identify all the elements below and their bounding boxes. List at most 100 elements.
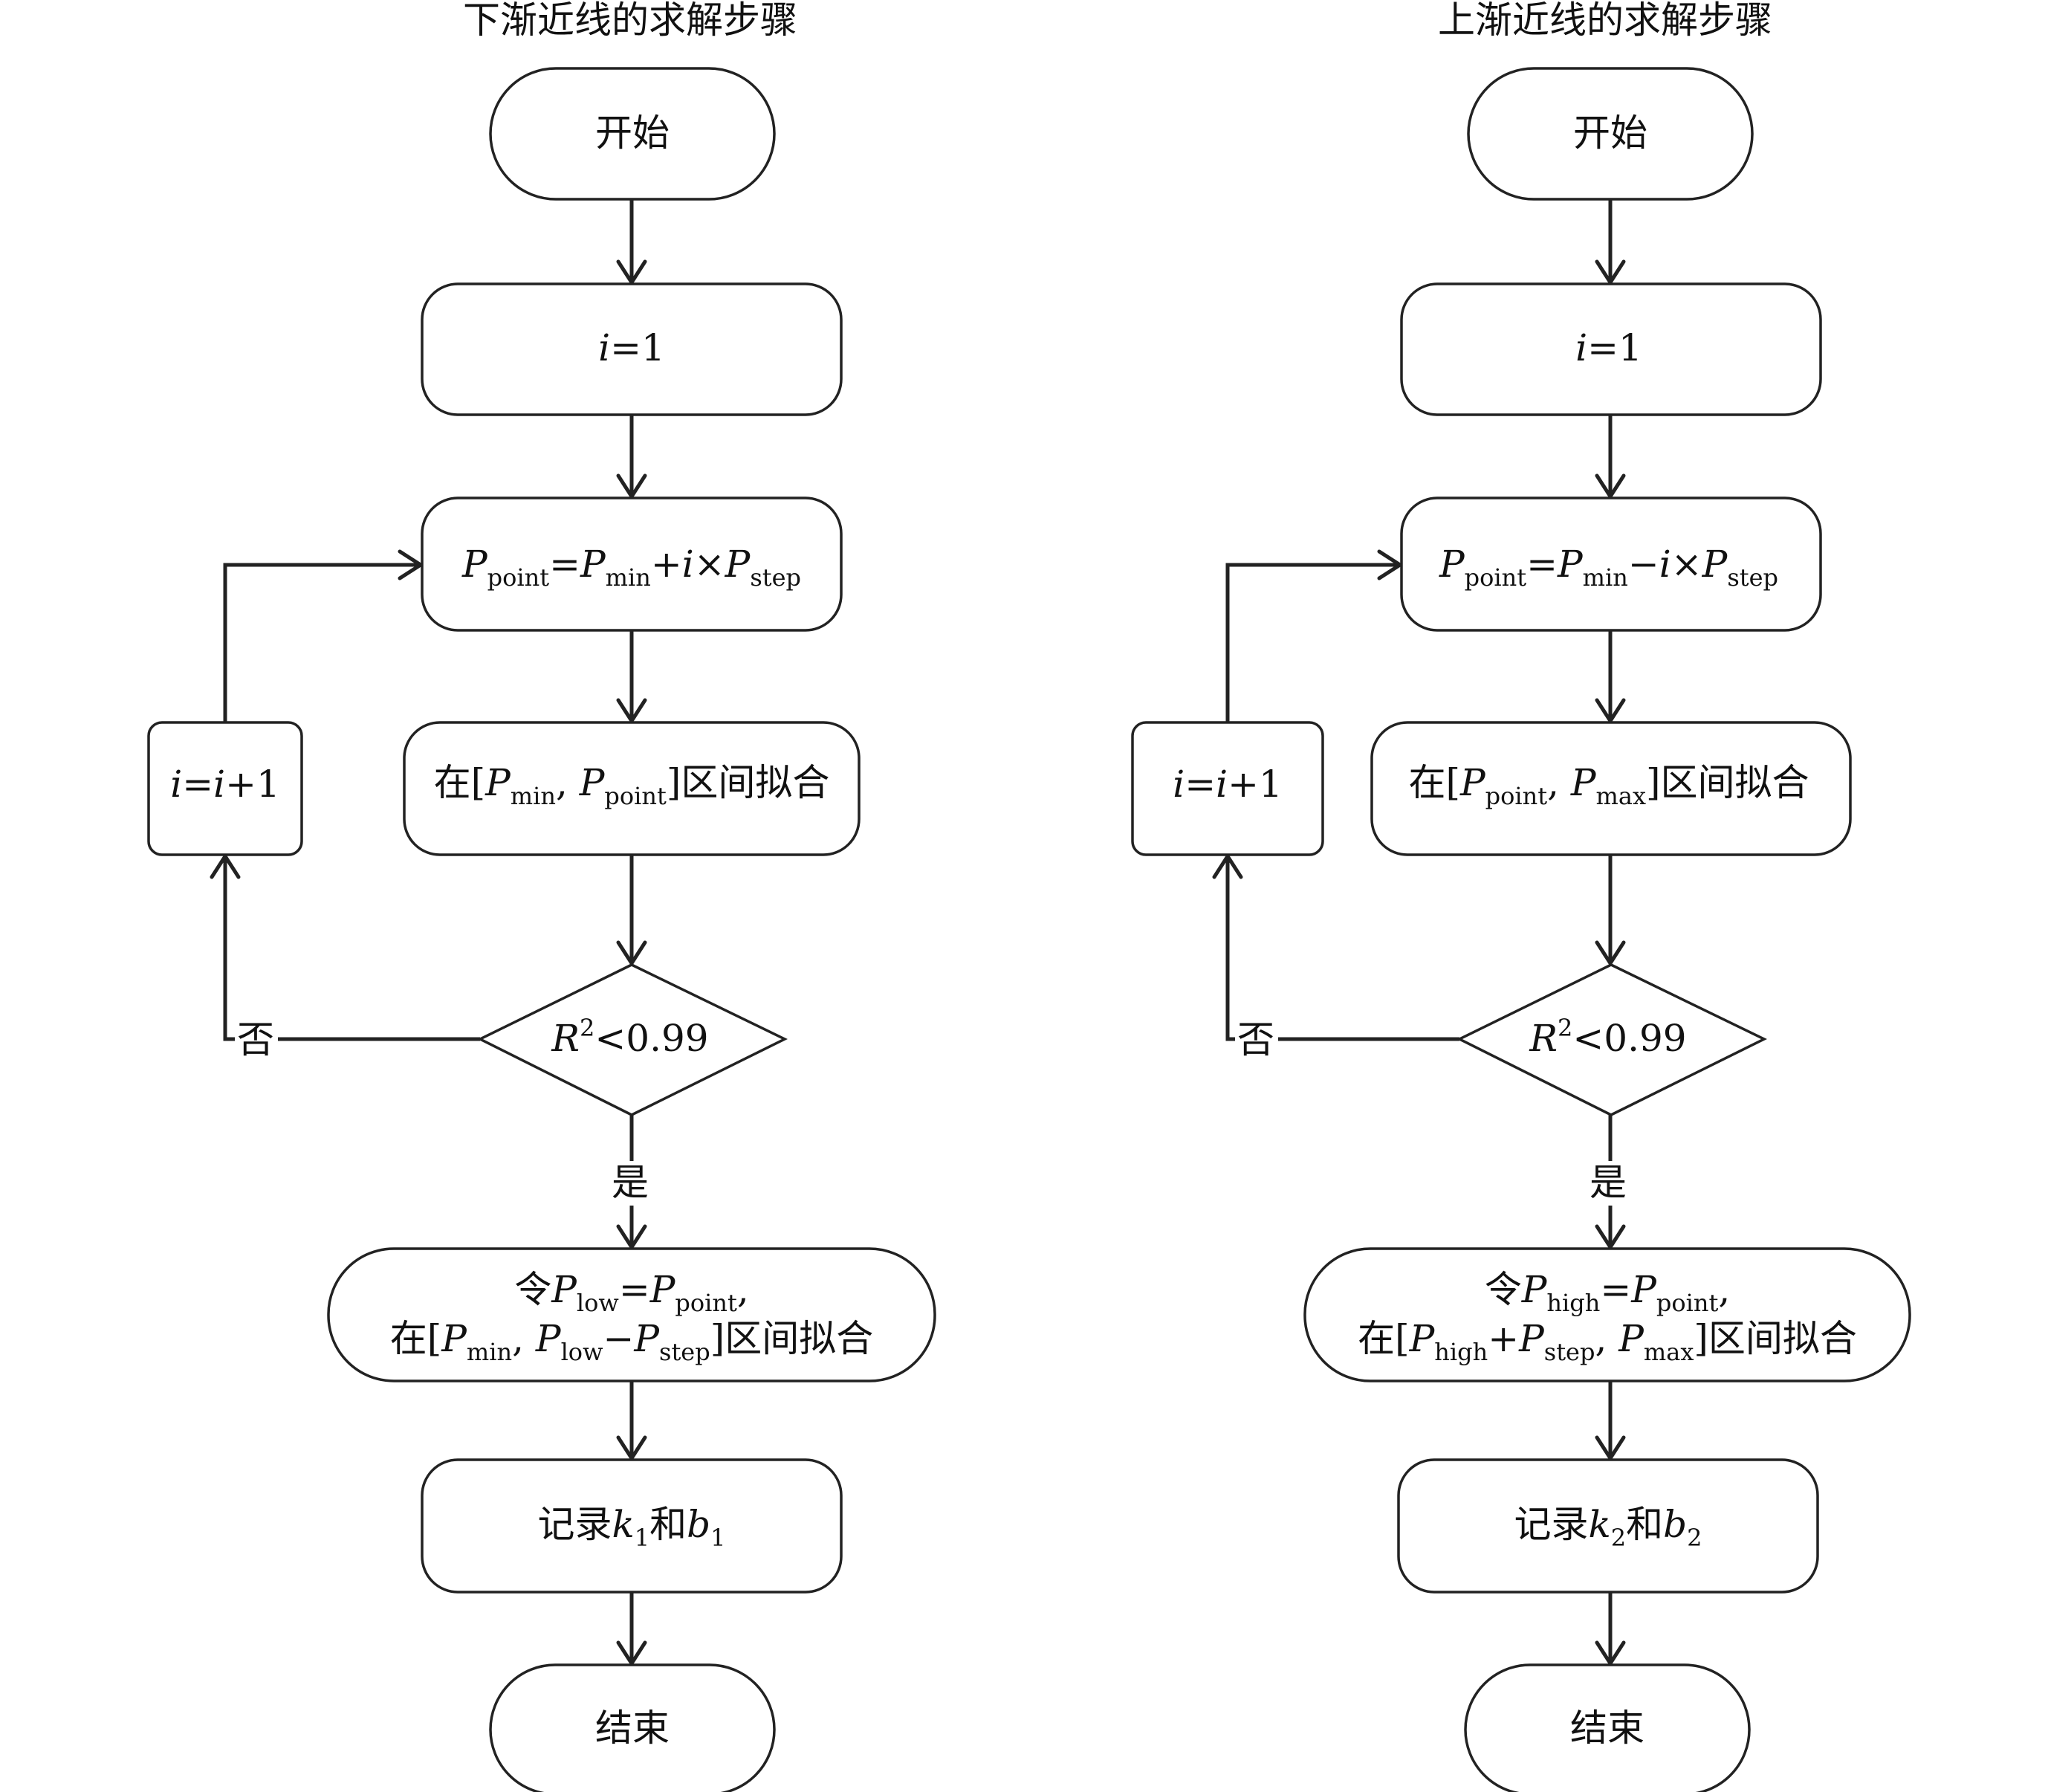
formula-segment: P	[725, 543, 751, 586]
formula-segment: P	[461, 543, 488, 586]
formula-segment: 2	[1687, 1524, 1702, 1552]
formula-segment: P	[1630, 1268, 1657, 1311]
edge-increment-loop	[1225, 563, 1400, 722]
formula-segment: ]区间拟合	[667, 761, 830, 804]
formula-segment: 2	[1611, 1524, 1626, 1552]
arrowhead-init-compute	[616, 473, 647, 499]
formula-segment: low	[577, 1289, 619, 1317]
formula-segment: max	[1596, 782, 1646, 810]
record-label: 记录k2和b2	[1514, 1503, 1702, 1552]
formula-segment: P	[1439, 543, 1465, 586]
formula-segment: b	[1663, 1503, 1687, 1546]
formula-segment: k	[1588, 1503, 1610, 1546]
arrowhead-no-increment	[210, 854, 241, 879]
formula-segment: 2	[580, 1014, 594, 1042]
init-label: i=1	[1575, 326, 1642, 369]
formula-segment: 记录	[1514, 1503, 1588, 1546]
formula-segment: P	[649, 1268, 676, 1311]
formula-segment: +	[651, 543, 682, 586]
formula-segment: point	[675, 1289, 737, 1317]
arrowhead-assign-record	[1595, 1435, 1626, 1461]
arrowhead-assign-record	[616, 1435, 647, 1461]
formula-segment: P	[1409, 1317, 1436, 1360]
formula-segment: b	[687, 1503, 710, 1546]
formula-segment: P	[633, 1317, 660, 1360]
formula-segment: point	[1656, 1289, 1719, 1317]
formula-segment: step	[659, 1338, 710, 1366]
formula-segment: 记录	[537, 1503, 612, 1546]
compute-formula: Ppoint=Pmin+i×Pstep	[461, 543, 801, 592]
record-label: 记录k1和b1	[537, 1503, 725, 1552]
formula-segment: ,	[512, 1317, 536, 1360]
formula-segment: ,	[1547, 761, 1571, 804]
formula-segment: min	[511, 782, 556, 810]
formula-segment: ]区间拟合	[1646, 761, 1809, 804]
flow-upper-asymptote: 上渐近线的求解步骤 开始 i=1 Ppoint=Pmin−i×Pstep 在[P…	[1131, 0, 1911, 1792]
yes-label-bg	[1587, 1161, 1632, 1206]
formula-segment: step	[1544, 1338, 1595, 1366]
formula-segment: =	[619, 1268, 650, 1311]
arrowhead-loop-compute	[1377, 549, 1402, 580]
assign-line-1: 令Plow=Ppoint,	[514, 1268, 748, 1317]
record-node	[1397, 1458, 1819, 1594]
formula-segment: step	[1727, 563, 1778, 592]
yes-label: 是	[612, 1161, 649, 1204]
formula-segment: point	[487, 563, 550, 592]
formula-segment: ×	[1671, 543, 1702, 586]
formula-segment: point	[1465, 563, 1527, 592]
assign-line-2: 在[Pmin, Plow−Pstep]区间拟合	[390, 1317, 873, 1366]
yes-label: 是	[1590, 1161, 1627, 1204]
formula-segment: high	[1546, 1289, 1600, 1317]
assign-line-1: 令Phigh=Ppoint,	[1485, 1268, 1731, 1317]
end-label: 结束	[595, 1707, 670, 1750]
no-label: 否	[237, 1018, 274, 1061]
formula-segment: k	[612, 1503, 634, 1546]
formula-segment: <0.99	[1572, 1017, 1686, 1060]
formula-segment: +1	[225, 763, 280, 806]
no-label: 否	[1237, 1018, 1274, 1061]
formula-segment: i	[1216, 763, 1228, 806]
formula-segment: =	[182, 763, 213, 806]
formula-segment: P	[441, 1317, 467, 1360]
formula-segment: high	[1434, 1338, 1488, 1366]
compute-formula: Ppoint=Pmin−i×Pstep	[1439, 543, 1778, 592]
formula-segment: 和	[649, 1503, 687, 1546]
formula-segment: P	[1521, 1268, 1548, 1311]
formula-segment: P	[1459, 761, 1486, 804]
arrowhead-loop-compute	[398, 549, 423, 580]
formula-segment: ×	[694, 543, 725, 586]
end-node	[1464, 1663, 1751, 1792]
fit-formula: 在[Ppoint, Pmax]区间拟合	[1408, 761, 1809, 810]
arrowhead-no-increment	[1212, 854, 1243, 879]
formula-segment: R	[1529, 1017, 1558, 1060]
formula-segment: point	[1485, 782, 1548, 810]
arrowhead-record-end	[1595, 1640, 1626, 1666]
arrowhead-start-init	[616, 259, 647, 285]
formula-segment: 令	[514, 1268, 551, 1311]
edges	[210, 199, 647, 1666]
formula-segment: =	[549, 543, 580, 586]
formula-segment: P	[580, 543, 606, 586]
arrowhead-init-compute	[1595, 473, 1626, 499]
formula-segment: P	[551, 1268, 577, 1311]
formula-segment: i	[1173, 763, 1185, 806]
formula-segment: ]区间拟合	[710, 1317, 874, 1360]
edge-increment-loop	[223, 563, 421, 722]
formula-segment: min	[1583, 563, 1628, 592]
formula-segment: ]区间拟合	[1694, 1317, 1857, 1360]
formula-segment: P	[1570, 761, 1597, 804]
arrowhead-compute-fit	[616, 698, 647, 723]
arrowhead-record-end	[616, 1640, 647, 1666]
formula-segment: P	[1702, 543, 1728, 586]
formula-segment: 1	[710, 1524, 725, 1552]
formula-segment: +1	[1228, 763, 1283, 806]
arrowhead-yes-assign	[1595, 1224, 1626, 1249]
decision-formula: R2<0.99	[551, 1014, 708, 1060]
decision-formula: R2<0.99	[1529, 1014, 1686, 1060]
edge-decision-no	[223, 856, 480, 1041]
formula-segment: P	[1518, 1317, 1545, 1360]
formula-segment: −	[1628, 543, 1659, 586]
formula-segment: min	[467, 1338, 512, 1366]
arrowhead-fit-decision	[1595, 940, 1626, 965]
formula-segment: 1	[635, 1524, 649, 1552]
